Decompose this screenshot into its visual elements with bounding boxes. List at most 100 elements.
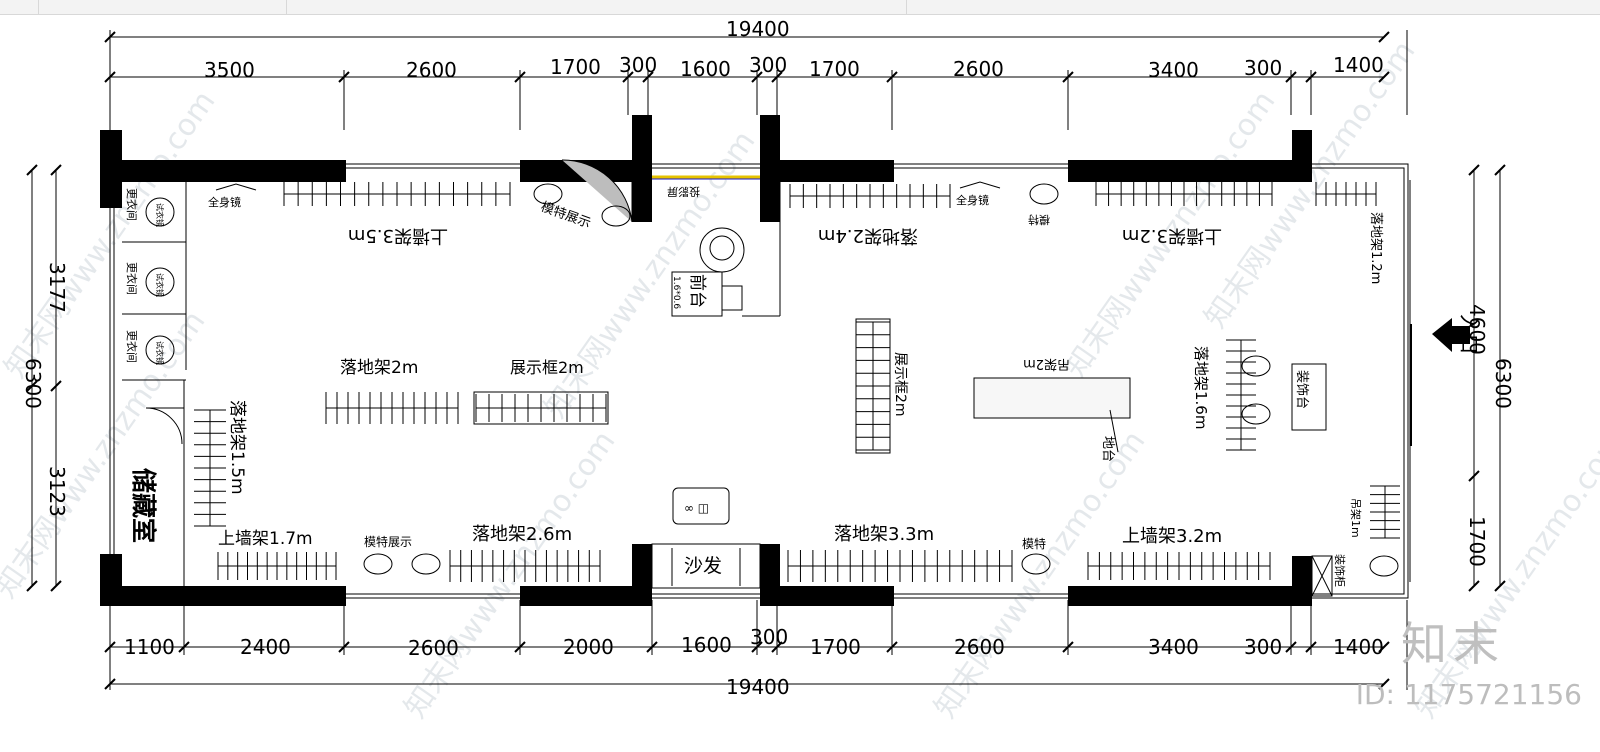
viewer-top-strip: [0, 0, 1600, 15]
model-figure: [601, 205, 631, 227]
model-display-label: 模特展示: [364, 534, 412, 549]
model-figure: [1241, 403, 1271, 425]
dim-bottom-2: 2600: [408, 636, 459, 660]
dim-top-7: 2600: [953, 57, 1004, 81]
racks-layer: [194, 181, 1400, 582]
model-label: 模特: [1028, 213, 1050, 227]
watermark-text: 知末网www.znzmo.com: [398, 425, 623, 725]
area-labels: 全身镜 全身镜 模特展示 投影屏 模特 前台 1.6*0.6 储藏室 入口 上墙…: [129, 185, 1481, 587]
dim-top-8: 3400: [1148, 58, 1199, 82]
model-display-label: 模特展示: [539, 200, 593, 232]
floor-rack-label: 落地架1.6m: [1192, 346, 1210, 429]
dim-right-2: 1700: [1465, 516, 1489, 567]
coffee-table-icon: ∞ ◫: [684, 501, 709, 515]
dim-bottom-10: 1400: [1333, 635, 1384, 659]
mirror-mark: [959, 181, 1001, 189]
fitting-rooms: [122, 182, 187, 590]
entrance-arrow-icon: [1432, 318, 1470, 352]
dimension-lines: [26, 30, 1506, 690]
dim-right-1: 6300: [1491, 358, 1515, 409]
dim-bottom-4: 1600: [681, 633, 732, 657]
dim-bottom-6: 1700: [810, 635, 861, 659]
deco-cabinet-label: 装饰柜: [1333, 554, 1347, 587]
wall-rack-label: 上墙架1.7m: [218, 529, 313, 549]
floor-rack-label: 落地架2.6m: [472, 524, 572, 545]
floor-rack-label: 落地架2.4m: [818, 225, 918, 246]
dim-bottom-9: 300: [1244, 635, 1282, 659]
display-frame-label: 展示框2m: [510, 358, 584, 377]
wall-rack-label: 上墙架3.2m: [1122, 526, 1222, 547]
hanging-rack-label: 吊架2m: [1023, 356, 1070, 371]
front-desk-label: 前台: [687, 274, 707, 308]
dim-bottom-0: 1100: [124, 635, 175, 659]
viewer-tab[interactable]: [0, 0, 39, 14]
dim-top-5: 300: [749, 53, 787, 77]
deco-table: [1291, 363, 1327, 431]
watermark-id: ID: 1175721156: [1355, 678, 1582, 711]
dim-top-10: 1400: [1333, 53, 1384, 77]
dim-top-2: 1700: [550, 55, 601, 79]
watermark-logo: 知末: [1401, 617, 1505, 671]
watermark-text: 知末网www.znzmo.com: [1198, 35, 1423, 335]
wall-rack-label: 上墙架3.2m: [1122, 225, 1222, 246]
floor-rack-label: 落地架3.3m: [834, 524, 934, 545]
floor-rack-label: 落地架2m: [340, 358, 418, 378]
watermark-layer: 知末网www.znzmo.com 知末网www.znzmo.com 知末网www…: [0, 35, 1600, 725]
sofa-label: 沙发: [684, 555, 722, 577]
model-figure: [1021, 553, 1051, 575]
floor-rack-label: 落地架1.5m: [227, 400, 247, 495]
entrance-label: 入口: [1457, 314, 1481, 354]
dim-left-2: 3123: [45, 466, 69, 517]
dim-top-9: 300: [1244, 56, 1282, 80]
fitting-mirror-label: 试衣镜: [155, 203, 165, 227]
hanging-rack-label: 吊架1m: [1349, 498, 1362, 538]
floor-platform-label: 地台: [1100, 436, 1115, 462]
fitting-labels: 更衣间 更衣间 更衣间 试衣镜 试衣镜 试衣镜: [125, 188, 165, 365]
dim-bottom-8: 3400: [1148, 635, 1199, 659]
display-frame-label: 展示框2m: [892, 352, 908, 417]
dim-top-1: 2600: [406, 58, 457, 82]
model-figure: [363, 553, 393, 575]
storage-room-label: 储藏室: [129, 468, 158, 543]
floor-platform: [973, 377, 1131, 419]
fitting-room-label: 更衣间: [125, 262, 139, 295]
front-desk-size-label: 1.6*0.6: [671, 276, 681, 309]
watermark-text: 知末网www.znzmo.com: [928, 425, 1153, 725]
dim-top-4: 1600: [680, 57, 731, 81]
viewer-tab[interactable]: [38, 0, 287, 14]
dim-top-total: 19400: [726, 17, 790, 41]
dimension-texts: 19400 3500 2600 1700 300 1600 300 1700 2…: [21, 17, 1515, 699]
mirror-mark: [215, 183, 257, 191]
viewer-tab[interactable]: [286, 0, 907, 14]
dim-bottom-5: 300: [750, 625, 788, 649]
deco-cabinet: [1311, 555, 1333, 597]
dim-left-1: 6300: [21, 358, 45, 409]
projection-label: 投影屏: [667, 185, 700, 199]
dim-top-6: 1700: [809, 57, 860, 81]
model-figure: [1241, 355, 1271, 377]
wall-rack-label: 上墙架3.5m: [348, 225, 448, 246]
model-label: 模特: [1022, 536, 1046, 551]
deco-table-label: 装饰台: [1294, 370, 1309, 409]
full-mirror-label: 全身镜: [956, 193, 989, 207]
model-figure: [1029, 183, 1059, 205]
dim-bottom-total: 19400: [726, 675, 790, 699]
dim-bottom-1: 2400: [240, 635, 291, 659]
display-frame: [473, 391, 609, 425]
floor-rack-label: 落地架1.2m: [1368, 212, 1383, 284]
dim-left-0: 3177: [45, 262, 69, 313]
dim-top-0: 3500: [204, 58, 255, 82]
dim-bottom-7: 2600: [954, 635, 1005, 659]
display-frame-vertical: [855, 318, 891, 454]
fitting-mirror-label: 试衣镜: [155, 341, 165, 365]
dim-bottom-3: 2000: [563, 635, 614, 659]
dim-top-3: 300: [619, 53, 657, 77]
fitting-room-label: 更衣间: [125, 330, 139, 363]
model-figure: [533, 183, 563, 205]
full-mirror-label: 全身镜: [208, 195, 241, 209]
front-desk: [671, 182, 781, 317]
coffee-table: [672, 487, 730, 525]
fitting-mirror-label: 试衣镜: [155, 273, 165, 297]
model-figure: [1369, 555, 1399, 577]
